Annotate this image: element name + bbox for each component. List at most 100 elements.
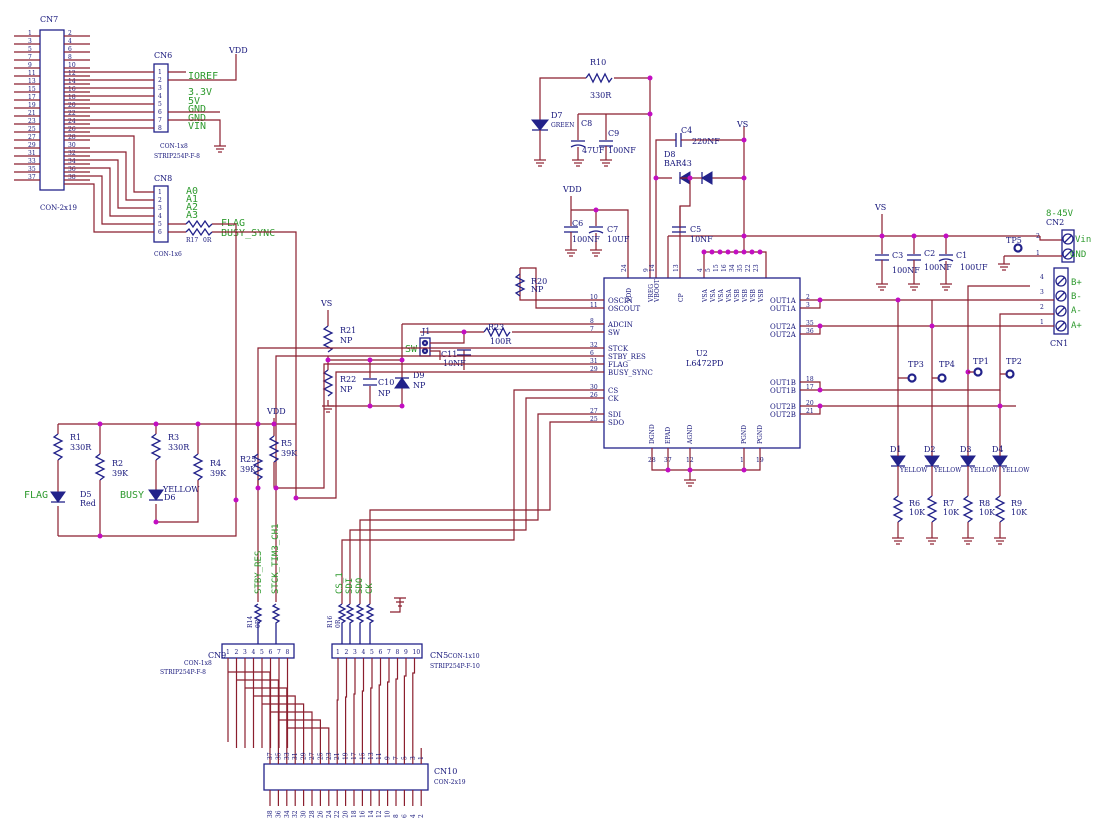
- u2-right-pin-name: OUT1B: [770, 379, 796, 387]
- cn9-series-resistor: [271, 603, 281, 644]
- cn9-pin-number: 8: [286, 649, 290, 656]
- c9-value: 100NF: [608, 146, 636, 155]
- cn1-terminal: [1055, 290, 1067, 302]
- cn9-pin-number: 4: [252, 649, 256, 656]
- cn7-body: [39, 29, 65, 191]
- cn10-top-pin-number: 27: [309, 752, 316, 760]
- cn5-route: [395, 658, 399, 748]
- cn5-type: CON-1x10: [448, 653, 480, 660]
- u2-left-pin-name: OSCOUT: [608, 305, 641, 313]
- r21-value: NP: [340, 336, 353, 345]
- u2-top-pin-name: VSA: [710, 289, 717, 303]
- cn10-top-pin-number: 17: [351, 752, 358, 760]
- c1-value: 100UF: [960, 263, 988, 272]
- cn10-body: [263, 763, 429, 791]
- u2-left-pin-number: 10: [590, 294, 598, 301]
- vreg-section: R10 330R D7 GREEN C8 47UF C9 100NF: [530, 58, 653, 278]
- cn7-left-pin-number: 7: [28, 54, 32, 61]
- c3-ref: C3: [892, 251, 903, 260]
- u2-left-pin-name: ADCIN: [607, 321, 633, 329]
- cn9-route: [252, 658, 296, 748]
- cn1-aminus: A-: [1071, 306, 1082, 316]
- u2-top-pin-number: 13: [673, 264, 680, 272]
- c4-ref: C4: [681, 126, 692, 135]
- d5-value: Red: [80, 499, 96, 508]
- u2-right-pin-name: OUT2A: [770, 331, 797, 339]
- cn1-aplus: A+: [1071, 321, 1082, 331]
- cn6-pin-number: 5: [158, 101, 162, 108]
- u2-right-pin-name: OUT1A: [770, 297, 797, 305]
- vdd-label-c6: VDD: [562, 185, 582, 194]
- c7-ref: C7: [607, 225, 618, 234]
- output-res-ref: R9: [1011, 499, 1022, 508]
- net-a0: A0: [186, 186, 198, 197]
- ic-u2: U2 L6472PD 24VDD9VREG14VBOOT13CP4VSA5VSA…: [590, 264, 814, 464]
- cn9-route: [261, 658, 305, 748]
- ic-output-network: TP3 TP4 TP1 TP2 D1YELLOWR610KD2YELLOWR71…: [800, 285, 1054, 545]
- cn10-bottom-pin-number: 12: [376, 810, 383, 818]
- r14-ref: R14: [247, 616, 254, 628]
- u2-right-pin-name: OUT2B: [770, 411, 796, 419]
- cn7-left-pin-number: 13: [28, 78, 36, 85]
- u2-pins: 24VDD9VREG14VBOOT13CP4VSA5VSA15VSA16VSA3…: [590, 264, 814, 464]
- output-led-ref: D1: [890, 445, 902, 454]
- cn7-right-pin-number: 36: [68, 166, 76, 173]
- u2-right-pin-number: 17: [806, 384, 814, 391]
- cn7-right-pin-number: 2: [68, 30, 72, 37]
- output-led-ref: D2: [924, 445, 936, 454]
- cn7-right-pin-number: 8: [68, 54, 72, 61]
- u2-right-pin-number: 18: [806, 376, 814, 383]
- u2-bottom-pin-name: EPAD: [665, 427, 672, 444]
- ground-icon: [961, 537, 975, 545]
- cn1-bplus: B+: [1071, 278, 1082, 288]
- cn7-right-pin-number: 16: [68, 86, 76, 93]
- r20-ref: R20: [531, 277, 547, 286]
- sdi-label: SDI: [345, 578, 355, 594]
- cn8-pin-number: 1: [158, 189, 162, 196]
- d7-ref: D7: [551, 111, 563, 120]
- cn7-right-pin-number: 38: [68, 174, 76, 181]
- r23-ref: R23: [488, 323, 504, 332]
- u2-top-pin-number: 15: [713, 264, 720, 272]
- tp1-label: TP1: [973, 357, 989, 366]
- output-res-value: 10K: [979, 508, 996, 517]
- u2-left-pin-number: 6: [590, 350, 594, 357]
- c1-ref: C1: [956, 251, 967, 260]
- cn1-terminal: [1055, 275, 1067, 287]
- cn1-terminal-slot: [1056, 306, 1066, 316]
- cn10-bottom-pin-number: 10: [385, 810, 392, 818]
- cn8-body: [153, 185, 169, 243]
- cn7-left-pin-number: 5: [28, 46, 32, 53]
- u2-right-pin-number: 20: [806, 400, 814, 407]
- cn9-route: [227, 658, 271, 748]
- cn5-pin-number: 4: [362, 649, 366, 656]
- cn10-top-pin-number: 21: [334, 752, 341, 760]
- flag-led-label: FLAG: [24, 490, 48, 501]
- wires-left: [64, 54, 297, 500]
- cs-label: CS_1: [335, 572, 345, 594]
- cn9-pin-number: 1: [226, 649, 230, 656]
- cn5-series-resistor: [355, 603, 365, 644]
- cn5-pin-number: 6: [379, 649, 383, 656]
- cn10-top-pin-number: 11: [376, 752, 383, 760]
- c6-ref: C6: [572, 219, 583, 228]
- cn10-top-pin-number: 31: [292, 752, 299, 760]
- cn2-ref: CN2: [1046, 218, 1064, 227]
- cn1-terminal-slot: [1056, 291, 1066, 301]
- cn5-series-resistor: [365, 603, 375, 644]
- u2-left-pin-name: STCK: [608, 345, 629, 353]
- cn10-bottom-pin-number: 4: [410, 814, 417, 818]
- cn9-pin-number: 2: [235, 649, 239, 656]
- u2-left-pin-name: SDO: [608, 419, 624, 427]
- cn5-route: [336, 658, 339, 748]
- output-led-resistor: [994, 495, 1006, 523]
- u2-left-pin-number: 31: [590, 358, 598, 365]
- cn10-bottom-pin-number: 18: [351, 810, 358, 818]
- u2-left-pin-number: 11: [590, 302, 598, 309]
- ground-icon: [891, 537, 905, 545]
